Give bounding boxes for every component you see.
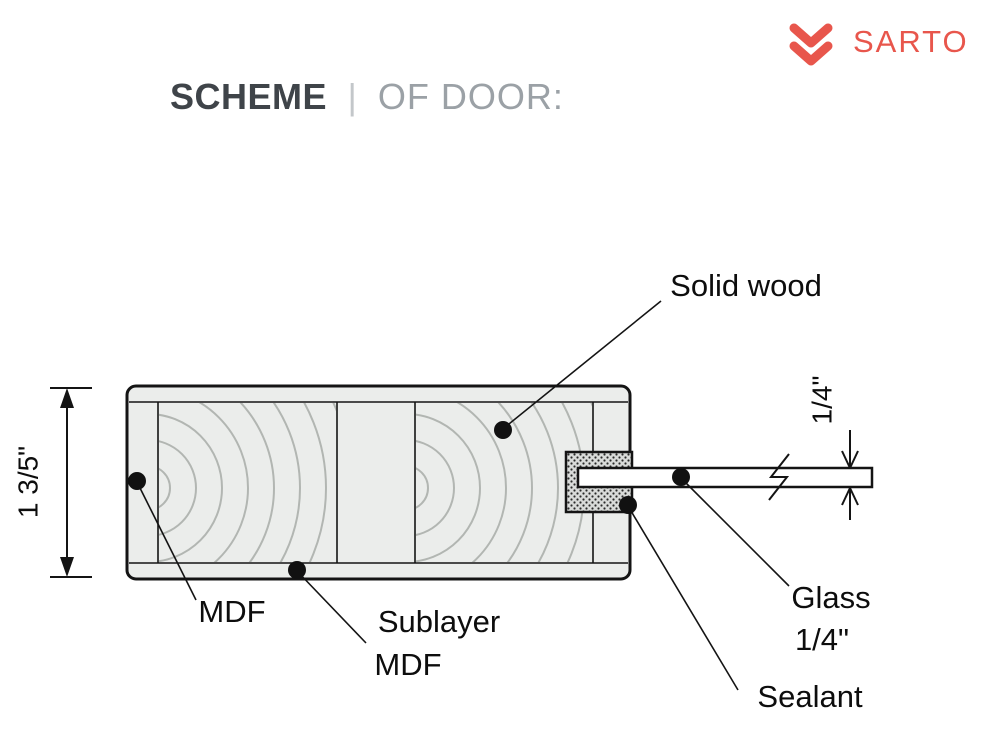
sarto-logo-icon: [789, 23, 833, 66]
leader-lines: [136, 300, 790, 691]
dot-glass: [672, 468, 690, 486]
label-glass-line1: Glass: [791, 580, 870, 615]
dimension-glass-thickness: [841, 430, 859, 520]
dot-solid-wood: [494, 421, 512, 439]
label-mdf: MDF: [198, 594, 265, 629]
label-sublayer-line2: MDF: [374, 647, 441, 682]
callout-dots: [128, 421, 690, 579]
brand-logo: SARTO: [781, 16, 969, 68]
page-title: SCHEME | OF DOOR:: [170, 76, 564, 118]
wood-grain-left: [159, 403, 336, 562]
door-body: [125, 384, 632, 581]
dot-sublayer-mdf: [288, 561, 306, 579]
dimension-glass-thickness-label: 1/4": [806, 376, 837, 425]
dimension-door-thickness-label: 1 3/5": [12, 446, 43, 518]
dot-mdf: [128, 472, 146, 490]
label-glass-line2: 1/4": [795, 622, 849, 657]
label-solid-wood: Solid wood: [670, 268, 822, 303]
door-skin-lines: [129, 401, 628, 564]
dot-sealant: [619, 496, 637, 514]
brand-name: SARTO: [853, 24, 969, 59]
label-sealant: Sealant: [757, 679, 863, 714]
label-sublayer-line1: Sublayer: [378, 604, 500, 639]
title-scheme: SCHEME: [170, 76, 328, 117]
glass-break-symbol: [768, 453, 790, 501]
title-of-door: OF DOOR:: [377, 76, 564, 117]
glass-panel: [576, 466, 874, 489]
dimension-door-thickness: [50, 387, 92, 578]
title-separator: |: [347, 76, 358, 117]
